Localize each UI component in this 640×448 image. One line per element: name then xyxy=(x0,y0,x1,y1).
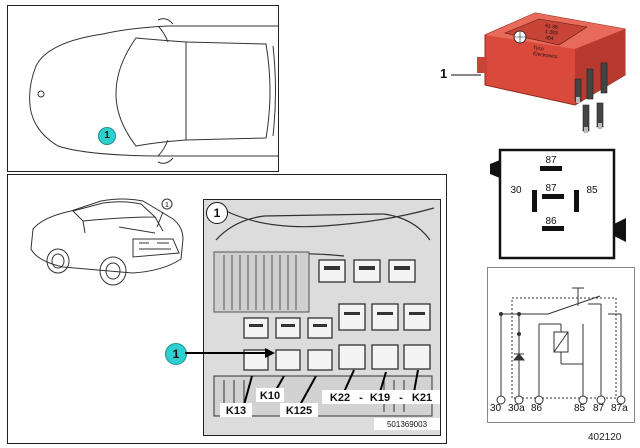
schematic-pin-86: 86 xyxy=(531,403,543,414)
pin-layout-diagram: 87 30 87 85 86 xyxy=(490,148,626,260)
relay-leader-line xyxy=(451,74,481,76)
relay-callout: 1 xyxy=(440,66,448,81)
pin-30: 30 xyxy=(510,185,522,196)
schematic-pin-85: 85 xyxy=(574,403,586,414)
top-view-callout: 1 xyxy=(98,127,116,145)
relay-image: 61 36- 1 393 404 Tyco Electronics xyxy=(477,12,626,133)
label-k21: K21 xyxy=(412,392,432,404)
fuse-box-drawing: K13 K10 K125 K22 - K19 - K21 501369003 xyxy=(204,200,440,435)
arrow-callout: 1 xyxy=(165,343,187,365)
pin-86: 86 xyxy=(545,216,557,227)
panel-callout: 1 xyxy=(206,202,228,224)
car-callout: 1 xyxy=(165,202,169,209)
car-top-view-drawing xyxy=(29,18,278,164)
relay-schematic-drawing xyxy=(496,287,626,405)
label-k125: K125 xyxy=(286,405,312,417)
car-perspective-drawing: 1 xyxy=(30,198,184,286)
relay-label-line-3: 404 xyxy=(545,35,554,42)
car-callout-circle xyxy=(161,198,173,210)
relay-label-line-4: Tyco xyxy=(533,45,545,52)
schematic-pin-30: 30 xyxy=(490,403,502,414)
relay-label-line-5: Electronics xyxy=(533,51,559,60)
top-view-panel: 1 xyxy=(7,5,279,172)
label-k19: K19 xyxy=(370,392,390,404)
part-number: 501369003 xyxy=(387,420,428,429)
pin-87-top: 87 xyxy=(545,155,557,166)
figure-id: 402120 xyxy=(588,432,622,443)
arrow-pointer xyxy=(185,348,275,358)
relay-label-line-2: 1 393 xyxy=(545,29,558,37)
pin-87-middle: 87 xyxy=(545,183,557,194)
label-k22: K22 xyxy=(330,392,350,404)
schematic-pin-87a: 87a xyxy=(611,403,628,414)
schematic-pin-labels: 30 30a 86 85 87 87a xyxy=(487,403,635,417)
pin-85: 85 xyxy=(586,185,598,196)
label-k13: K13 xyxy=(226,405,246,417)
schematic-pin-87: 87 xyxy=(593,403,605,414)
label-dash-1: - xyxy=(359,392,363,404)
schematic-pin-30a: 30a xyxy=(508,403,525,414)
label-dash-2: - xyxy=(399,392,403,404)
detail-panel: 1 xyxy=(7,174,447,444)
relay-label-line-1: 61 36- xyxy=(545,23,560,31)
fuse-box-photo: K13 K10 K125 K22 - K19 - K21 501369003 1 xyxy=(203,199,441,436)
label-k10: K10 xyxy=(260,390,280,402)
schematic-panel xyxy=(487,267,635,423)
